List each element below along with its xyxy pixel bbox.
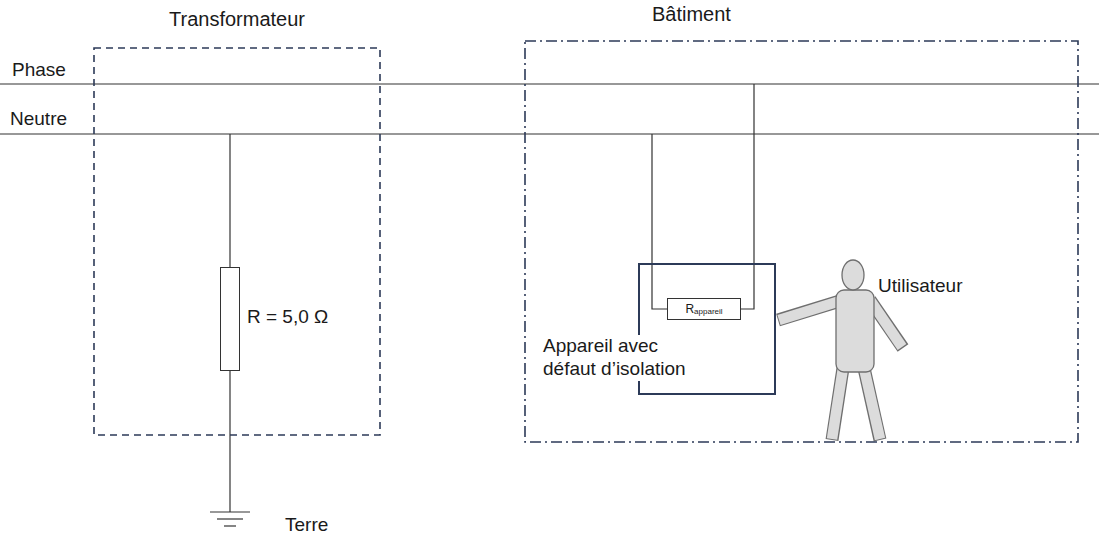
earth-label: Terre bbox=[285, 514, 328, 536]
resistor-symbol: R = 5,0 Ω bbox=[220, 267, 240, 371]
transformer-region: R = 5,0 ΩTransformateur bbox=[93, 47, 381, 436]
phase-line bbox=[0, 83, 1099, 84]
resistor-subscript: appareil bbox=[694, 307, 722, 317]
node-heading: Transformateur bbox=[93, 7, 381, 31]
appliance-resistor: Rappareil bbox=[667, 298, 741, 320]
region-outline bbox=[525, 41, 1078, 442]
resistor-symbol-letter: R bbox=[685, 302, 694, 316]
node-heading: Bâtiment bbox=[652, 2, 731, 26]
ground-symbol bbox=[224, 525, 236, 526]
ground-symbol bbox=[210, 511, 250, 512]
ground-symbol bbox=[217, 518, 243, 519]
region-outline bbox=[93, 47, 381, 436]
node-heading: R = 5,0 Ω bbox=[247, 306, 328, 329]
region-outline bbox=[524, 40, 1079, 443]
building-region: RappareilAppareil avec défaut d’isolatio… bbox=[524, 40, 1079, 443]
person-label: Utilisateur bbox=[878, 275, 962, 297]
appliance-neutral-wire bbox=[652, 134, 667, 309]
conductor-name: Neutre bbox=[10, 108, 67, 130]
neutral-line bbox=[0, 133, 1099, 134]
appliance-box: RappareilAppareil avec défaut d’isolatio… bbox=[638, 263, 776, 395]
conductor-name: Phase bbox=[12, 59, 66, 81]
node-heading: Appareil avec défaut d’isolation bbox=[541, 335, 705, 381]
appliance-phase-wire bbox=[741, 84, 754, 309]
region-outline bbox=[94, 48, 380, 435]
